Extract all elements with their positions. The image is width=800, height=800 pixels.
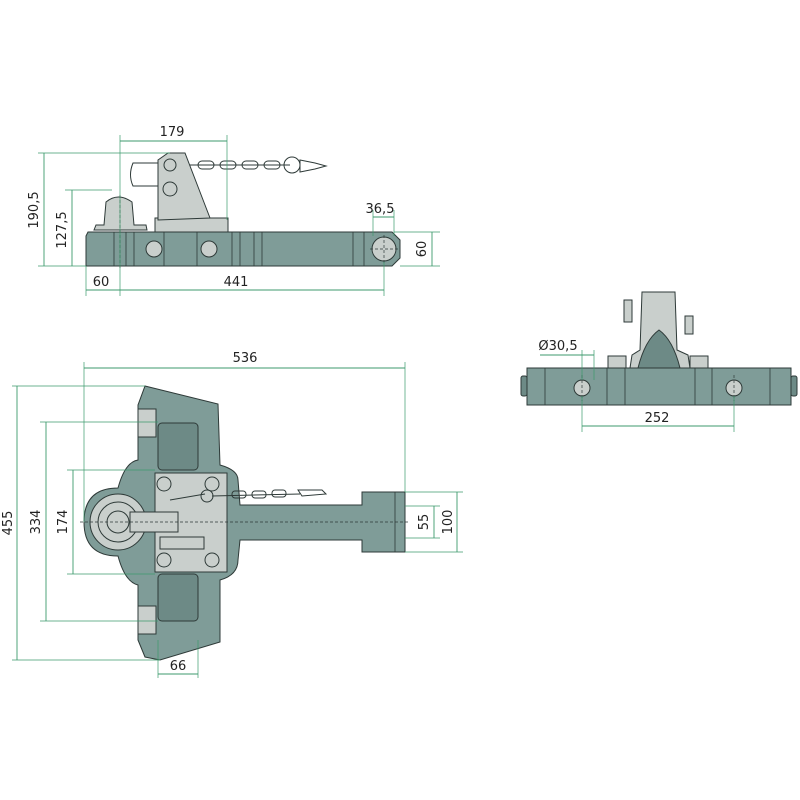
dim-55: 55	[417, 514, 432, 531]
dim-127-5: 127,5	[55, 211, 70, 248]
top-view: 536 455 334 174 55 100 66	[1, 351, 463, 678]
dim-455: 455	[1, 511, 16, 536]
coupling-boss	[93, 196, 148, 231]
top-dimensions	[12, 362, 463, 678]
chain	[190, 156, 328, 174]
dim-100: 100	[441, 510, 456, 535]
end-view: Ø30,5 252	[520, 291, 798, 432]
dim-179: 179	[160, 125, 185, 140]
side-bar	[85, 231, 401, 267]
dim-60-height: 60	[415, 241, 430, 258]
dim-334: 334	[29, 510, 44, 535]
dim-536: 536	[233, 351, 258, 366]
end-bar	[526, 367, 792, 406]
side-dimensions	[38, 135, 440, 296]
dim-66: 66	[170, 659, 187, 674]
dim-190-5: 190,5	[27, 191, 42, 228]
top-chain	[169, 489, 328, 503]
dim-diameter-30-5: Ø30,5	[538, 339, 577, 354]
dim-36-5: 36,5	[366, 202, 395, 217]
dim-252: 252	[645, 411, 670, 426]
dim-174: 174	[56, 510, 71, 535]
dim-441: 441	[224, 275, 249, 290]
side-view: 179 190,5 127,5 36,5 60 60 441	[27, 125, 440, 296]
dim-60-offset: 60	[93, 275, 110, 290]
